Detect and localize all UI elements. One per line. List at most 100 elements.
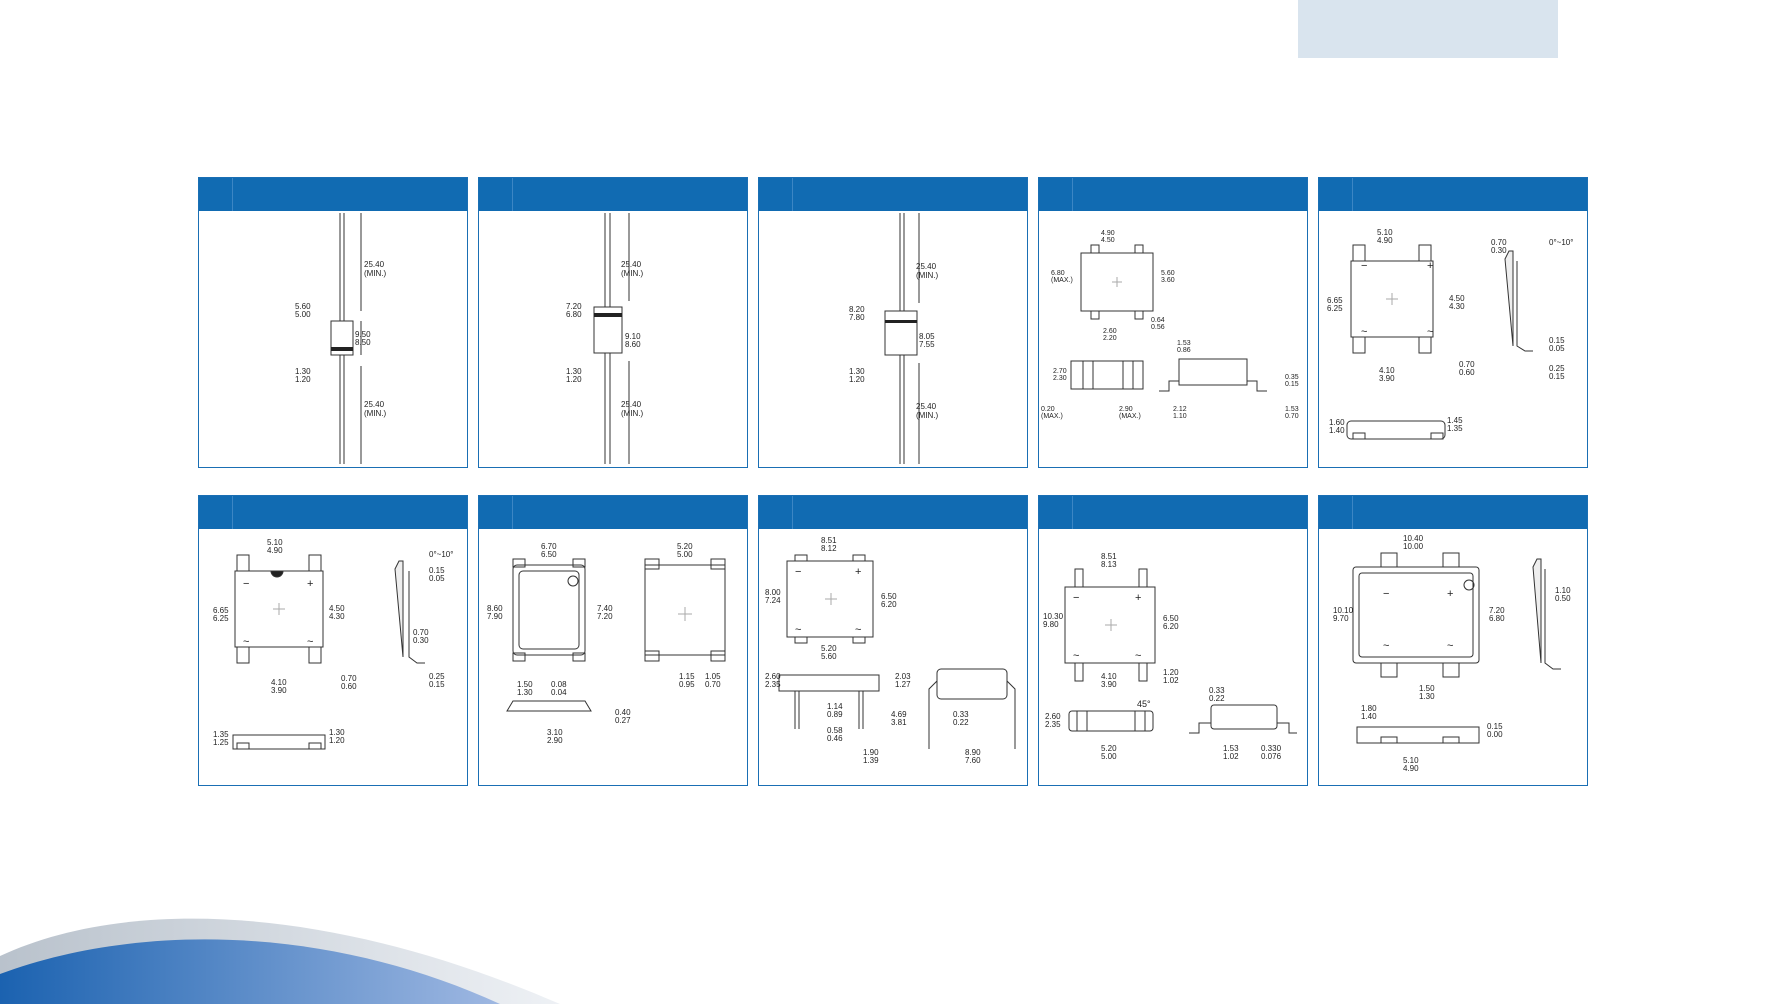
svg-text:7.20: 7.20 — [597, 612, 613, 621]
svg-text:7.20: 7.20 — [1489, 606, 1505, 615]
svg-text:1.20: 1.20 — [566, 375, 582, 384]
svg-text:3.60: 3.60 — [1161, 277, 1175, 284]
svg-text:0.076: 0.076 — [1261, 752, 1282, 761]
package-panel-1: 25.40 (MIN.) 5.60 5.00 9.50 8.50 1.30 1.… — [198, 177, 468, 468]
panel-header — [1319, 178, 1587, 211]
svg-text:(MIN.): (MIN.) — [364, 409, 387, 418]
svg-text:6.50: 6.50 — [881, 592, 897, 601]
svg-text:2.12: 2.12 — [1173, 406, 1187, 413]
svg-text:9.10: 9.10 — [625, 332, 641, 341]
svg-text:1.53: 1.53 — [1223, 744, 1239, 753]
svg-text:3.10: 3.10 — [547, 728, 563, 737]
panel-header — [1319, 496, 1587, 529]
svg-text:45°: 45° — [1137, 699, 1151, 709]
svg-text:−: − — [795, 566, 801, 578]
svg-text:1.90: 1.90 — [863, 748, 879, 757]
svg-text:0.15: 0.15 — [429, 680, 445, 689]
svg-text:6.65: 6.65 — [213, 606, 229, 615]
svg-text:(MIN.): (MIN.) — [621, 269, 644, 278]
dim-bottom-lead: 25.40 — [364, 400, 385, 409]
svg-text:(MIN.): (MIN.) — [916, 411, 939, 420]
panel-header — [479, 178, 747, 211]
svg-text:3.90: 3.90 — [1101, 680, 1117, 689]
panel-header — [1039, 496, 1307, 529]
svg-text:1.40: 1.40 — [1329, 426, 1345, 435]
svg-text:4.69: 4.69 — [891, 710, 907, 719]
header-box — [1298, 0, 1558, 58]
svg-text:3.90: 3.90 — [271, 686, 287, 695]
decorative-swoosh — [0, 918, 560, 1004]
svg-text:4.90: 4.90 — [1403, 764, 1419, 773]
svg-text:0.22: 0.22 — [1209, 694, 1225, 703]
svg-text:0.64: 0.64 — [1151, 317, 1165, 324]
svg-text:1.30: 1.30 — [329, 728, 345, 737]
svg-text:0.25: 0.25 — [1549, 364, 1565, 373]
svg-text:1.14: 1.14 — [827, 702, 843, 711]
svg-text:3.81: 3.81 — [891, 718, 907, 727]
svg-text:1.02: 1.02 — [1223, 752, 1239, 761]
package-panel-10: − + ~ ~ 10.40 10.00 10.10 9.70 7.20 6.80… — [1318, 495, 1588, 786]
svg-text:8.60: 8.60 — [487, 604, 503, 613]
svg-text:6.70: 6.70 — [541, 542, 557, 551]
svg-text:0.30: 0.30 — [1491, 246, 1507, 255]
smd-bridge-drawing: − + ~ ~ 8.51 8.13 10.30 9.80 6.50 6.20 4… — [1043, 552, 1297, 761]
svg-text:1.50: 1.50 — [1419, 684, 1435, 693]
svg-text:−: − — [1383, 588, 1389, 600]
svg-text:4.10: 4.10 — [1379, 366, 1395, 375]
svg-text:8.60: 8.60 — [625, 340, 641, 349]
svg-text:6.80: 6.80 — [1051, 270, 1065, 277]
svg-text:0.22: 0.22 — [953, 718, 969, 727]
svg-text:1.50: 1.50 — [517, 680, 533, 689]
svg-text:0.15: 0.15 — [1549, 372, 1565, 381]
svg-text:1.25: 1.25 — [213, 738, 229, 747]
svg-text:10.00: 10.00 — [1403, 542, 1424, 551]
svg-text:1.30: 1.30 — [517, 688, 533, 697]
svg-text:5.00: 5.00 — [1101, 752, 1117, 761]
svg-text:2.35: 2.35 — [765, 680, 781, 689]
svg-text:1.35: 1.35 — [213, 730, 229, 739]
svg-text:~: ~ — [1073, 650, 1079, 662]
svg-text:0.70: 0.70 — [705, 680, 721, 689]
svg-text:−: − — [1073, 592, 1079, 604]
svg-text:~: ~ — [1427, 326, 1433, 338]
axial-diode-drawing: 25.40 (MIN.) 7.20 6.80 9.10 8.60 1.30 1.… — [566, 213, 644, 464]
svg-text:0.05: 0.05 — [429, 574, 445, 583]
svg-text:8.12: 8.12 — [821, 544, 837, 553]
svg-text:8.20: 8.20 — [849, 305, 865, 314]
svg-text:3.90: 3.90 — [1379, 374, 1395, 383]
svg-text:0.05: 0.05 — [1549, 344, 1565, 353]
package-panel-4: 4.90 4.50 6.80 (MAX.) 5.60 3.60 2.60 2.2… — [1038, 177, 1308, 468]
plus-symbol: + — [1427, 260, 1433, 272]
axial-diode-drawing: 25.40 (MIN.) 5.60 5.00 9.50 8.50 1.30 1.… — [295, 213, 387, 464]
svg-text:+: + — [307, 578, 313, 590]
panel-header — [479, 496, 747, 529]
svg-text:+: + — [855, 566, 861, 578]
svg-text:6.65: 6.65 — [1327, 296, 1343, 305]
svg-text:0.58: 0.58 — [827, 726, 843, 735]
svg-text:10.10: 10.10 — [1333, 606, 1354, 615]
svg-text:1.05: 1.05 — [705, 672, 721, 681]
smd-bridge-drawing: − + ~ ~ 5.10 4.90 6.65 6.25 4.50 4.30 4.… — [1327, 228, 1573, 440]
svg-text:4.50: 4.50 — [329, 604, 345, 613]
svg-text:0.86: 0.86 — [1177, 347, 1191, 354]
axial-diode-drawing: 25.40 (MIN.) 8.20 7.80 8.05 7.55 1.30 1.… — [849, 213, 939, 464]
svg-text:4.90: 4.90 — [1101, 230, 1115, 237]
svg-text:0.00: 0.00 — [1487, 730, 1503, 739]
svg-text:4.90: 4.90 — [1377, 236, 1393, 245]
svg-text:0.15: 0.15 — [1549, 336, 1565, 345]
package-panel-8: − + ~ ~ 8.51 8.12 8.00 7.24 6.50 6.20 5.… — [758, 495, 1028, 786]
svg-text:5.10: 5.10 — [1377, 228, 1393, 237]
svg-text:4.10: 4.10 — [1101, 672, 1117, 681]
svg-text:1.20: 1.20 — [329, 736, 345, 745]
svg-text:1.39: 1.39 — [863, 756, 879, 765]
svg-text:5.20: 5.20 — [821, 644, 837, 653]
svg-text:4.50: 4.50 — [1449, 294, 1465, 303]
svg-text:5.60: 5.60 — [1161, 270, 1175, 277]
dim-top-lead: 25.40 — [364, 260, 385, 269]
svg-text:~: ~ — [1361, 326, 1367, 338]
svg-text:1.02: 1.02 — [1163, 676, 1179, 685]
svg-text:1.30: 1.30 — [566, 367, 582, 376]
svg-text:1.15: 1.15 — [679, 672, 695, 681]
dim-body: 9.50 — [355, 330, 371, 339]
svg-text:1.10: 1.10 — [1173, 413, 1187, 420]
